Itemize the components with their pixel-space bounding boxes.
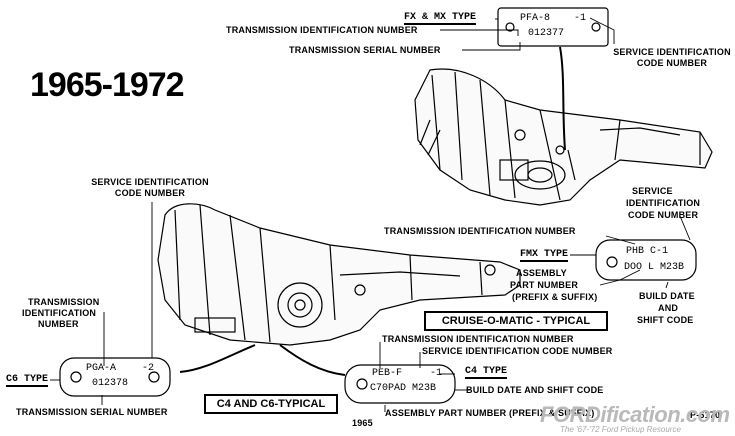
c6-service-label-1: SERVICE IDENTIFICATION: [91, 177, 209, 187]
watermark-subtitle: The '67-'72 Ford Pickup Resource: [560, 425, 681, 434]
c4-type-label: C4 TYPE: [465, 366, 508, 379]
fmx-assembly-label-1: ASSEMBLY: [516, 268, 567, 278]
c4-year-label: 1965: [352, 418, 373, 428]
c4-service-code-label: SERVICE IDENTIFICATION CODE NUMBER: [422, 346, 613, 356]
fx-mx-plate-suffix: -1: [574, 13, 587, 24]
fmx-service-label-2: IDENTIFICATION: [626, 198, 701, 208]
c6-id-label-3: NUMBER: [38, 319, 79, 329]
page-title: 1965-1972: [30, 66, 185, 104]
fmx-assembly-label-3: (PREFIX & SUFFIX): [512, 292, 598, 302]
fmx-build-label-3: SHIFT CODE: [637, 315, 694, 325]
c6-id-label-1: TRANSMISSION: [28, 297, 100, 307]
fx-mx-service-code-label-1: SERVICE IDENTIFICATION: [613, 47, 731, 57]
c6-plate-code: PGA-A: [86, 363, 117, 374]
figure-id: P-6170: [690, 410, 721, 420]
c4-plate: [344, 364, 456, 404]
c4-build-label: BUILD DATE AND SHIFT CODE: [466, 385, 604, 395]
c6-plate-serial: 012378: [92, 378, 129, 389]
c4-plate-line2: C70PAD M23B: [370, 383, 437, 394]
fmx-plate: [595, 239, 697, 281]
c6-type-label: C6 TYPE: [6, 374, 49, 387]
fx-mx-type-label: FX & MX TYPE: [404, 12, 477, 25]
c4-c6-transmission-drawing: [157, 203, 521, 346]
c4-id-number-label: TRANSMISSION IDENTIFICATION NUMBER: [382, 334, 574, 344]
fmx-id-number-label: TRANSMISSION IDENTIFICATION NUMBER: [384, 226, 576, 236]
fmx-service-label-3: CODE NUMBER: [628, 210, 699, 220]
fmx-type-label: FMX TYPE: [520, 249, 569, 262]
fx-mx-service-code-label-2: CODE NUMBER: [636, 58, 708, 68]
fx-mx-plate-code: PFA-8: [520, 13, 551, 24]
fmx-assembly-label-2: PART NUMBER: [510, 280, 579, 290]
watermark: FORDification.com: [540, 402, 730, 427]
c4-assembly-label: ASSEMBLY PART NUMBER (PREFIX & SUFFIX): [385, 408, 595, 418]
fx-mx-plate-serial: 012377: [528, 28, 565, 39]
c6-id-label-2: IDENTIFICATION: [22, 308, 97, 318]
fx-mx-id-number-label: TRANSMISSION IDENTIFICATION NUMBER: [226, 25, 418, 35]
fmx-build-label-2: AND: [658, 303, 679, 313]
fmx-service-label-1: SERVICE: [632, 186, 673, 196]
c6-serial-number-label: TRANSMISSION SERIAL NUMBER: [16, 407, 168, 417]
fmx-plate-code: PHB C-1: [626, 246, 669, 257]
cruise-o-matic-typical-caption: CRUISE-O-MATIC - TYPICAL: [424, 311, 608, 331]
c4-plate-code: PEB-F: [372, 368, 403, 379]
fmx-plate-line2: DOO L M23B: [624, 262, 685, 273]
c4-plate-suffix: -1: [430, 368, 443, 379]
c6-plate: [59, 357, 171, 397]
fx-mx-serial-number-label: TRANSMISSION SERIAL NUMBER: [289, 45, 441, 55]
c4-c6-typical-caption: C4 AND C6-TYPICAL: [204, 394, 338, 414]
c6-service-label-2: CODE NUMBER: [114, 188, 186, 198]
c6-plate-suffix: -2: [142, 363, 155, 374]
fmx-build-label-1: BUILD DATE: [639, 291, 695, 301]
